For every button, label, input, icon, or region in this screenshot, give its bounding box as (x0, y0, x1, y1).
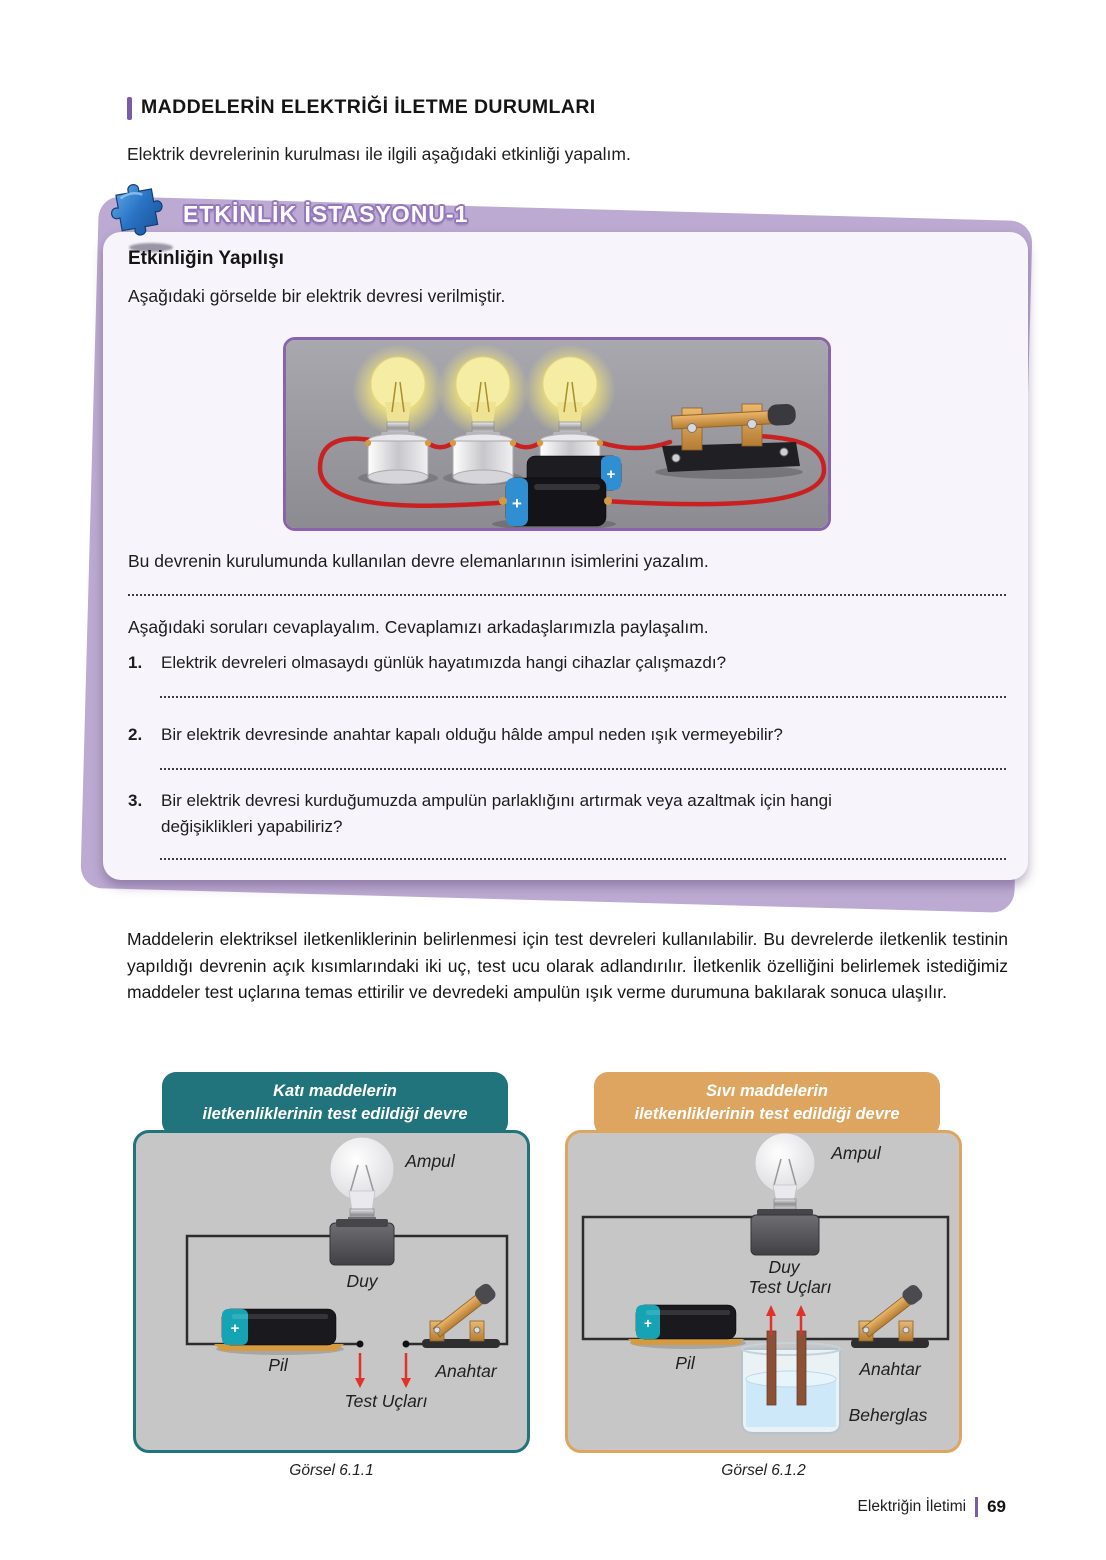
question-3: 3. Bir elektrik devresi kurduğumuzda amp… (128, 788, 911, 840)
answer-line (160, 756, 1006, 770)
series-circuit-illustration: + + (286, 340, 828, 528)
footer-divider (975, 1497, 979, 1517)
solid-figure-header: Katı maddelerin iletkenliklerinin test e… (162, 1072, 508, 1136)
liquid-header-line1: Sıvı maddelerin (706, 1082, 828, 1100)
label-pil: Pil (675, 1353, 695, 1373)
solid-header-line1: Katı maddelerin (273, 1082, 397, 1100)
liquid-test-circuit-illustration: + (581, 1132, 950, 1434)
section-accent-bar (127, 97, 132, 120)
liquid-test-circuit-figure: + (565, 1130, 962, 1453)
solid-test-circuit-illustration: + (185, 1136, 509, 1388)
question-text: Bir elektrik devresinde anahtar kapalı o… (161, 725, 783, 744)
solid-header-line2: iletkenliklerinin test edildiği devre (202, 1105, 468, 1123)
question-number: 2. (128, 725, 143, 744)
circuit-note: Bu devrenin kurulumunda kullanılan devre… (128, 551, 709, 571)
battery-plus-sign: + (512, 494, 522, 513)
battery-plus-sign: + (607, 466, 616, 483)
activity-banner-title: ETKİNLİK İSTASYONU-1 (183, 201, 469, 227)
footer-section-title: Elektriğin İletimi (857, 1498, 967, 1515)
body-paragraph: Maddelerin elektriksel iletkenliklerinin… (127, 929, 1008, 1002)
question-number: 3. (128, 791, 143, 810)
label-ampul: Ampul (405, 1151, 455, 1171)
activity-description: Aşağıdaki görselde bir elektrik devresi … (128, 286, 506, 306)
question-text: Bir elektrik devresi kurduğumuzda ampulü… (161, 791, 832, 836)
puzzle-icon-shadow (129, 243, 173, 252)
circuit-image: + + (283, 337, 831, 531)
battery-pack-icon: + + (499, 455, 622, 527)
battery-plus-sign: + (231, 1320, 240, 1337)
footer-page-number: 69 (987, 1497, 1006, 1516)
question-number: 1. (128, 653, 143, 672)
answer-line (160, 684, 1006, 698)
solid-figure-caption: Görsel 6.1.1 (289, 1462, 374, 1479)
label-ampul: Ampul (831, 1143, 881, 1163)
label-duy: Duy (768, 1257, 800, 1277)
label-beherglas: Beherglas (848, 1405, 928, 1425)
question-1: 1. Elektrik devreleri olmasaydı günlük h… (128, 650, 911, 676)
label-test-uclari: Test Uçları (748, 1277, 832, 1297)
label-duy: Duy (346, 1271, 378, 1291)
liquid-figure-header: Sıvı maddelerin iletkenliklerinin test e… (594, 1072, 940, 1136)
battery-plus-sign: + (644, 1315, 652, 1331)
liquid-figure-caption: Görsel 6.1.2 (721, 1462, 806, 1479)
question-text: Elektrik devreleri olmasaydı günlük haya… (161, 653, 727, 672)
intro-text: Elektrik devrelerinin kurulması ile ilgi… (127, 144, 631, 164)
activity-heading: Etkinliğin Yapılışı (128, 248, 284, 269)
label-pil: Pil (268, 1355, 288, 1375)
answer-line (128, 582, 1006, 596)
puzzle-icon (111, 184, 163, 236)
label-anahtar: Anahtar (435, 1361, 497, 1381)
answer-line (160, 846, 1006, 860)
question-2: 2. Bir elektrik devresinde anahtar kapal… (128, 722, 911, 748)
liquid-header-line2: iletkenliklerinin test edildiği devre (634, 1105, 900, 1123)
label-anahtar: Anahtar (859, 1359, 921, 1379)
section-heading: MADDELERİN ELEKTRİĞİ İLETME DURUMLARI (141, 96, 596, 118)
solid-test-circuit-figure: + Ampul Duy Pil Anahtar Test Uçları (133, 1130, 530, 1453)
label-test-uclari: Test Uçları (344, 1391, 428, 1411)
page-footer: Elektriğin İletimi 69 (858, 1497, 1006, 1517)
discussion-prompt: Aşağıdaki soruları cevaplayalım. Cevapla… (128, 617, 709, 637)
